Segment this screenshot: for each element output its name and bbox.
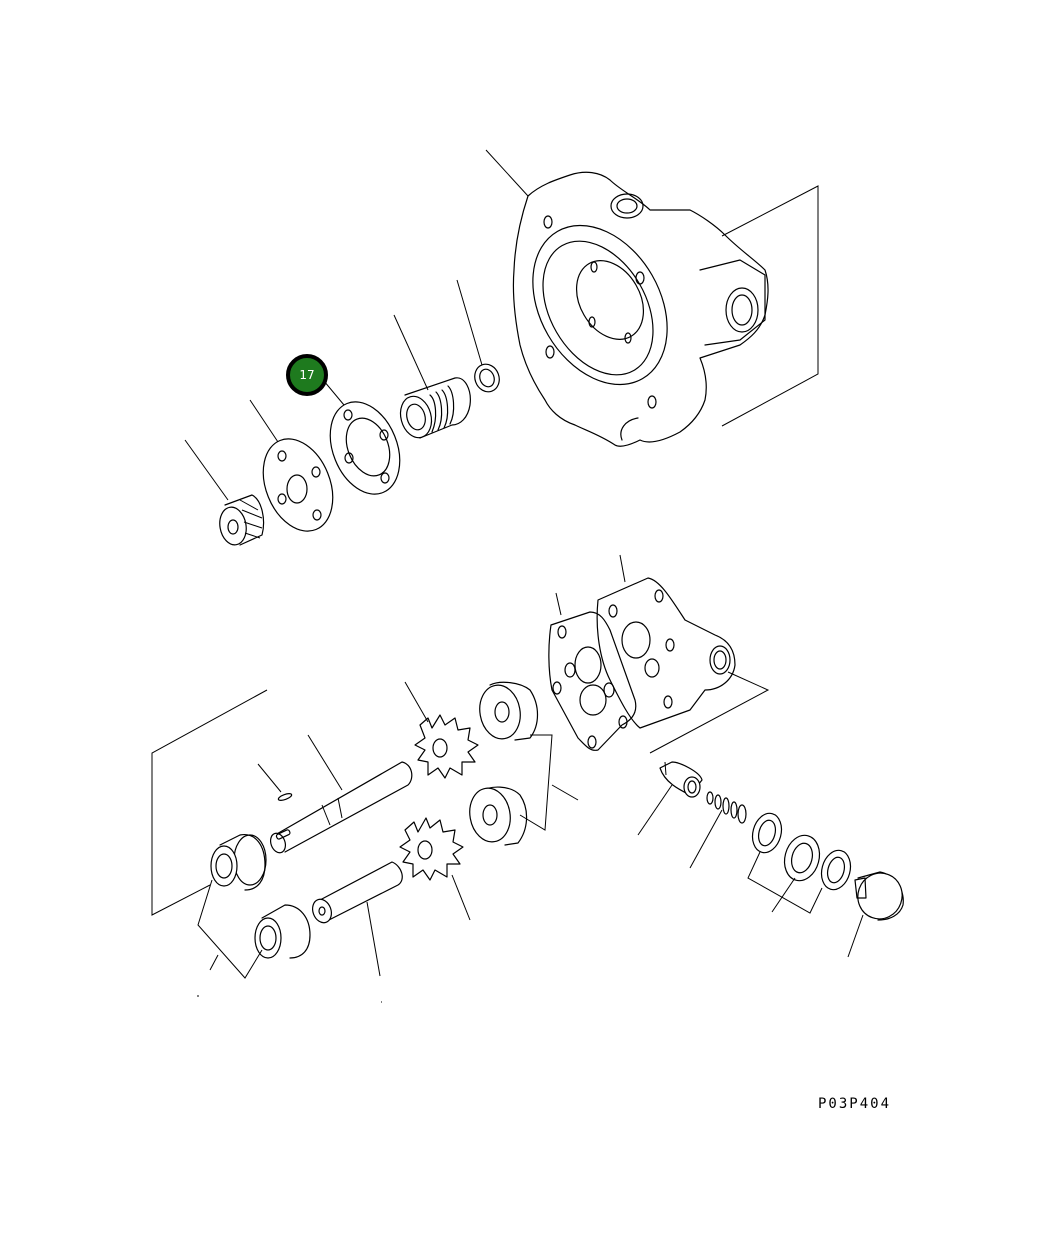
assembly-bracket bbox=[151, 689, 268, 916]
gear-housing[interactable] bbox=[596, 554, 770, 754]
callout-number: 17 bbox=[299, 368, 315, 382]
spring[interactable] bbox=[689, 791, 747, 869]
driven-shaft[interactable] bbox=[309, 861, 403, 977]
drive-shaft[interactable] bbox=[268, 734, 413, 855]
key[interactable] bbox=[257, 763, 293, 802]
bushing-leader-pair-tail bbox=[209, 954, 219, 971]
washer-leader-mid bbox=[771, 877, 796, 913]
plug[interactable] bbox=[847, 867, 909, 958]
bushing-leader-tail bbox=[551, 784, 579, 801]
pump-body-housing[interactable] bbox=[485, 149, 819, 447]
washer-1[interactable] bbox=[748, 810, 785, 856]
seal-ring[interactable] bbox=[456, 279, 503, 395]
gasket[interactable] bbox=[317, 380, 412, 504]
figure-code: P03P404 bbox=[818, 1096, 892, 1112]
valve-spool[interactable] bbox=[637, 761, 703, 836]
flange-bushing-rear[interactable] bbox=[254, 904, 311, 959]
washer-leader bbox=[747, 851, 823, 914]
bushing-leader-pair bbox=[197, 879, 263, 979]
bushing-upper[interactable] bbox=[476, 681, 539, 742]
gasket-plate[interactable] bbox=[548, 592, 637, 751]
bushing-lower[interactable] bbox=[466, 785, 528, 846]
washer-3[interactable] bbox=[817, 847, 854, 893]
spline-coupling[interactable] bbox=[184, 439, 265, 547]
bearing-plate[interactable] bbox=[249, 399, 346, 541]
callout-badge-17[interactable]: 17 bbox=[286, 354, 328, 396]
driven-gear[interactable] bbox=[399, 817, 471, 921]
relief-valve-cartridge[interactable] bbox=[393, 314, 471, 441]
washer-2[interactable] bbox=[780, 831, 825, 884]
bushing-leader bbox=[519, 734, 553, 831]
drive-gear[interactable] bbox=[404, 681, 479, 779]
flange-bushing-front[interactable] bbox=[210, 834, 267, 891]
